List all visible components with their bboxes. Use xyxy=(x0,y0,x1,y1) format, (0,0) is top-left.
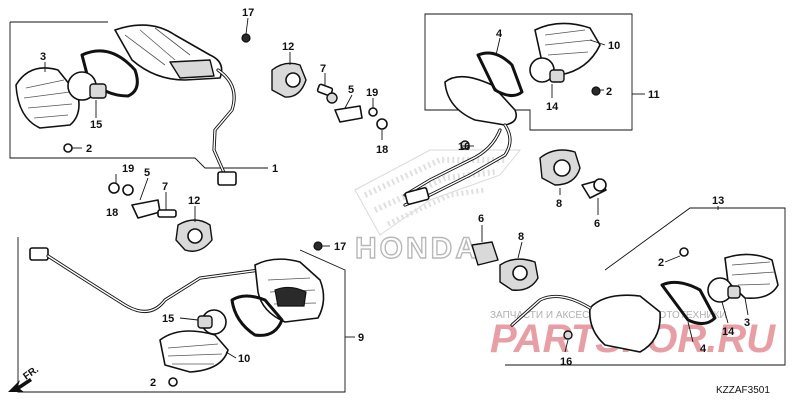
callout-14-top: 14 xyxy=(546,101,559,113)
winker-assembly-rear-left xyxy=(15,24,251,186)
callout-2-top-left: 2 xyxy=(86,143,92,155)
callout-19-middle: 19 xyxy=(122,163,134,175)
winker-assembly-front-right xyxy=(403,22,601,207)
socket-set-center xyxy=(471,241,539,291)
callout-5-middle: 5 xyxy=(144,167,150,179)
callout-10-bottom: 10 xyxy=(238,353,250,365)
callout-8-center: 8 xyxy=(518,231,524,243)
callout-6-center: 6 xyxy=(478,213,484,225)
callout-3-right: 3 xyxy=(744,317,750,329)
callout-2-bottom-left: 2 xyxy=(150,377,156,389)
callout-11: 11 xyxy=(648,89,660,101)
leader-lines xyxy=(44,17,749,359)
callout-9: 9 xyxy=(358,332,364,344)
callout-16-top: 16 xyxy=(458,141,470,153)
callout-18-middle: 18 xyxy=(106,207,118,219)
callout-18-top: 18 xyxy=(376,144,388,156)
winker-assembly-front-left xyxy=(29,241,325,387)
assembly-13-frame xyxy=(505,207,786,366)
callout-10-top: 10 xyxy=(608,40,620,52)
assembly-11-frame xyxy=(424,13,633,131)
honda-wing-watermark xyxy=(354,149,522,236)
winker-assembly-rear-right xyxy=(510,247,779,353)
callout-3-left: 3 xyxy=(40,51,46,63)
callout-13: 13 xyxy=(712,195,724,207)
callout-15-top: 15 xyxy=(90,119,102,131)
callout-16-bottom: 16 xyxy=(560,356,572,368)
socket-set-right xyxy=(539,149,607,199)
callout-19-top: 19 xyxy=(366,87,378,99)
assembly-1-frame xyxy=(9,22,268,169)
callout-4-top: 4 xyxy=(496,28,503,40)
callout-8-right: 8 xyxy=(556,198,562,210)
callout-15-bottom: 15 xyxy=(162,313,174,325)
socket-and-bolt-set-top xyxy=(271,62,388,130)
callout-4-bottom: 4 xyxy=(700,343,707,355)
front-label: FR. xyxy=(21,364,41,382)
callout-12-top: 12 xyxy=(282,41,294,53)
callout-12-middle: 12 xyxy=(188,195,200,207)
callout-7-middle: 7 xyxy=(162,181,168,193)
callout-6-right: 6 xyxy=(594,218,600,230)
honda-logo-watermark: HONDA xyxy=(355,232,480,265)
callout-numbers: 17 12 7 5 19 18 3 15 2 1 4 10 11 14 2 16… xyxy=(40,7,750,389)
callout-1: 1 xyxy=(272,163,278,175)
callout-14-bottom: 14 xyxy=(722,326,735,338)
assembly-9-frame xyxy=(17,237,346,393)
front-direction-indicator: FR. xyxy=(8,364,41,392)
front-arrow-icon xyxy=(8,378,32,392)
callout-2-bottom-right: 2 xyxy=(658,257,664,269)
callout-7-top: 7 xyxy=(320,63,326,75)
callout-17-top: 17 xyxy=(242,7,254,19)
diagram-code: KZZAF3501 xyxy=(716,385,770,396)
socket-and-bolt-set-middle xyxy=(108,182,213,252)
callout-17-bottom: 17 xyxy=(334,241,346,253)
callout-2-top-right: 2 xyxy=(606,86,612,98)
callout-5-top: 5 xyxy=(348,84,354,96)
